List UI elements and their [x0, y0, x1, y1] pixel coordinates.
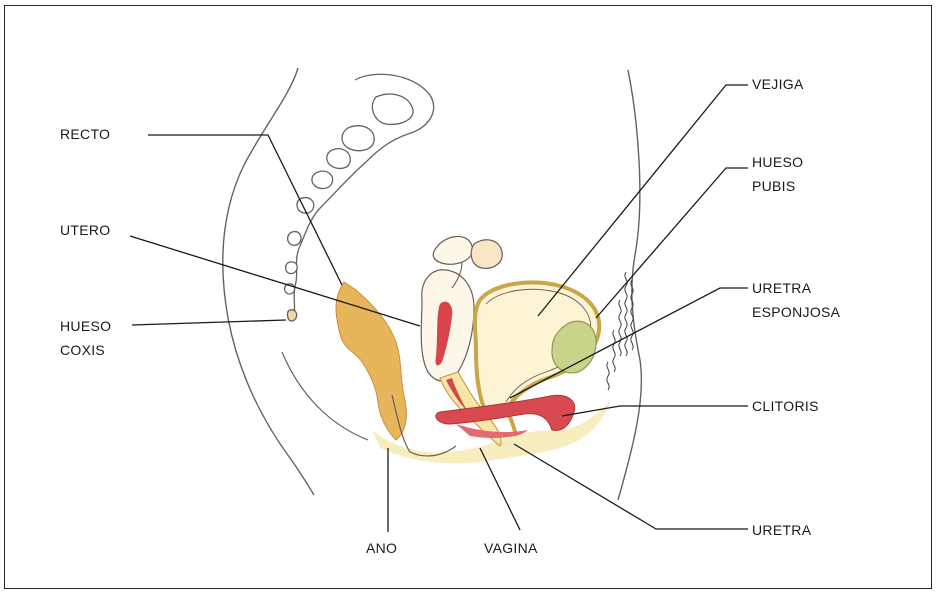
- vertebra-6: [288, 232, 301, 246]
- leader-hueso-coxis: [132, 320, 286, 325]
- vertebra-4: [312, 171, 333, 188]
- label-vejiga: VEJIGA: [752, 72, 804, 96]
- vertebra-2: [342, 126, 374, 151]
- label-utero: UTERO: [60, 218, 111, 242]
- ovary: [433, 236, 472, 264]
- rectum: [336, 282, 406, 440]
- label-ano: ANO: [366, 536, 397, 560]
- coccyx-tip: [287, 310, 296, 321]
- body-outline-front: [618, 70, 641, 500]
- leader-uretra: [514, 444, 748, 529]
- leader-hueso-pubis: [596, 168, 748, 318]
- label-recto: RECTO: [60, 122, 110, 146]
- fallopian-tube: [471, 240, 502, 268]
- label-hueso-pubis: HUESO PUBIS: [752, 150, 803, 198]
- label-uretra-esponjosa: URETRA ESPONJOSA: [752, 276, 840, 324]
- label-vagina: VAGINA: [484, 536, 538, 560]
- leader-clitoris: [562, 406, 748, 416]
- vertebra-3: [327, 149, 350, 169]
- leader-vagina: [480, 448, 520, 530]
- label-uretra: URETRA: [752, 518, 811, 542]
- leader-utero: [130, 236, 420, 326]
- leader-vejiga: [538, 85, 748, 316]
- vertebra-7: [286, 262, 298, 274]
- sacrum-coccyx: [285, 74, 434, 321]
- thigh-outline: [282, 352, 368, 440]
- label-clitoris: CLITORIS: [752, 394, 819, 418]
- label-hueso-coxis: HUESO COXIS: [60, 314, 111, 362]
